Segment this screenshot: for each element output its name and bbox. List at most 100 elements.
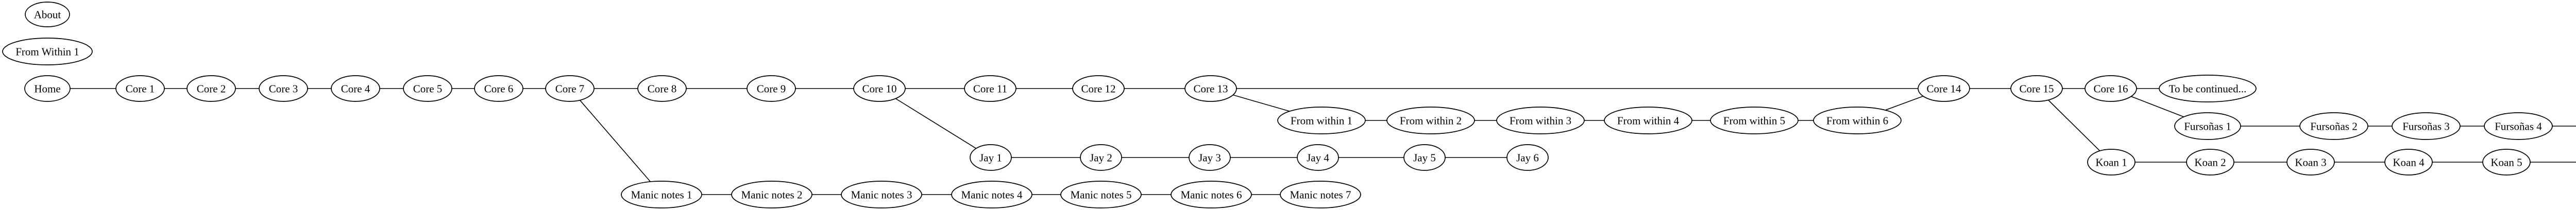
node-ellipse [841,181,922,208]
node-label: Core 5 [413,82,443,95]
graph-node-f3: From within 3 [1496,107,1585,134]
graph-node-f4: From within 4 [1604,107,1692,134]
node-ellipse [1496,107,1585,134]
node-label: Core 2 [197,82,226,95]
node-label: Jay 5 [1413,151,1436,164]
node-label: Core 8 [648,82,677,95]
node-ellipse [187,75,236,102]
node-label: Core 6 [484,82,514,95]
node-label: From within 3 [1510,114,1571,127]
node-ellipse [621,181,702,208]
node-ellipse [2186,149,2234,176]
node-ellipse [24,75,71,102]
node-label: From within 1 [1291,114,1352,127]
graph-node-c16: Core 16 [2084,75,2137,102]
graph-node-f6: From within 6 [1813,107,1902,134]
node-label: Koan 4 [2393,156,2425,168]
node-ellipse [1171,181,1252,208]
node-label: About [34,8,61,21]
node-label: Manic notes 7 [1290,188,1351,201]
node-ellipse [2174,112,2241,140]
node-label: Manic notes 1 [631,188,692,201]
node-label: Core 16 [2093,82,2128,95]
node-ellipse [2159,75,2257,102]
node-label: Jay 2 [1090,151,1112,164]
graph-node-m4: Manic notes 4 [951,181,1032,208]
graph-node-tbc: To be continued... [2159,75,2257,102]
edge-c15-k1 [2036,88,2112,163]
node-ellipse [964,75,1016,102]
node-label: From within 2 [1400,114,1462,127]
node-label: Core 4 [341,82,370,95]
node-label: Fursoñas 3 [2402,120,2450,132]
graph-node-f5: From within 5 [1710,107,1799,134]
graph-node-m3: Manic notes 3 [841,181,922,208]
node-ellipse [2384,149,2433,176]
node-label: From Within 1 [15,45,79,58]
node-ellipse [403,75,452,102]
node-ellipse [2392,112,2461,140]
graph-node-c13: Core 13 [1184,75,1237,102]
graph-node-c11: Core 11 [964,75,1016,102]
node-ellipse [1506,144,1549,171]
graph-node-m6: Manic notes 6 [1171,181,1252,208]
graph-node-m1: Manic notes 1 [621,181,702,208]
node-label: Manic notes 5 [1071,188,1132,201]
node-ellipse [1189,144,1231,171]
node-ellipse [1072,75,1125,102]
node-ellipse [853,75,906,102]
graph-node-m2: Manic notes 2 [731,181,812,208]
node-label: Core 3 [269,82,298,95]
node-ellipse [115,75,165,102]
graph-node-k1: Koan 1 [2087,149,2136,176]
node-label: Core 7 [555,82,585,95]
graph-node-c15: Core 15 [2010,75,2063,102]
node-ellipse [2484,112,2553,140]
node-label: Manic notes 6 [1181,188,1242,201]
node-ellipse [2299,112,2368,140]
node-ellipse [1604,107,1692,134]
node-label: Koan 1 [2095,156,2127,168]
graph-node-about: About [25,2,70,27]
node-label: Fursoñas 2 [2310,120,2358,132]
node-ellipse [1918,75,1970,102]
graph-node-c9: Core 9 [747,75,796,102]
graph-node-fwcap: From Within 1 [2,38,93,65]
node-ellipse [259,75,308,102]
node-label: Jay 4 [1307,151,1329,164]
graph-node-k5: Koan 5 [2482,149,2531,176]
node-ellipse [1280,181,1361,208]
graph-node-c4: Core 4 [331,75,380,102]
graph-node-c10: Core 10 [853,75,906,102]
graph-node-c14: Core 14 [1918,75,1970,102]
node-label: Core 10 [862,82,896,95]
graph-node-j2: Jay 2 [1080,144,1122,171]
graph-node-j1: Jay 1 [970,144,1012,171]
node-label: Core 11 [973,82,1007,95]
graph-node-k3: Koan 3 [2286,149,2335,176]
graph-node-c3: Core 3 [259,75,308,102]
graph-node-c6: Core 6 [474,75,523,102]
graph-node-c7: Core 7 [545,75,595,102]
node-label: Manic notes 3 [851,188,912,201]
edge-layer [47,88,2576,195]
node-label: From within 5 [1723,114,1785,127]
graph-node-k2: Koan 2 [2186,149,2234,176]
node-ellipse [2084,75,2137,102]
node-ellipse [331,75,380,102]
node-ellipse [1184,75,1237,102]
graph-node-c12: Core 12 [1072,75,1125,102]
node-ellipse [2286,149,2335,176]
node-ellipse [1813,107,1902,134]
node-label: Core 9 [757,82,786,95]
graph-node-u1: Fursoñas 1 [2174,112,2241,140]
node-label: Jay 3 [1198,151,1221,164]
node-ellipse [474,75,523,102]
graph-node-j6: Jay 6 [1506,144,1549,171]
node-ellipse [545,75,595,102]
graph-node-c2: Core 2 [187,75,236,102]
graph-node-m7: Manic notes 7 [1280,181,1361,208]
